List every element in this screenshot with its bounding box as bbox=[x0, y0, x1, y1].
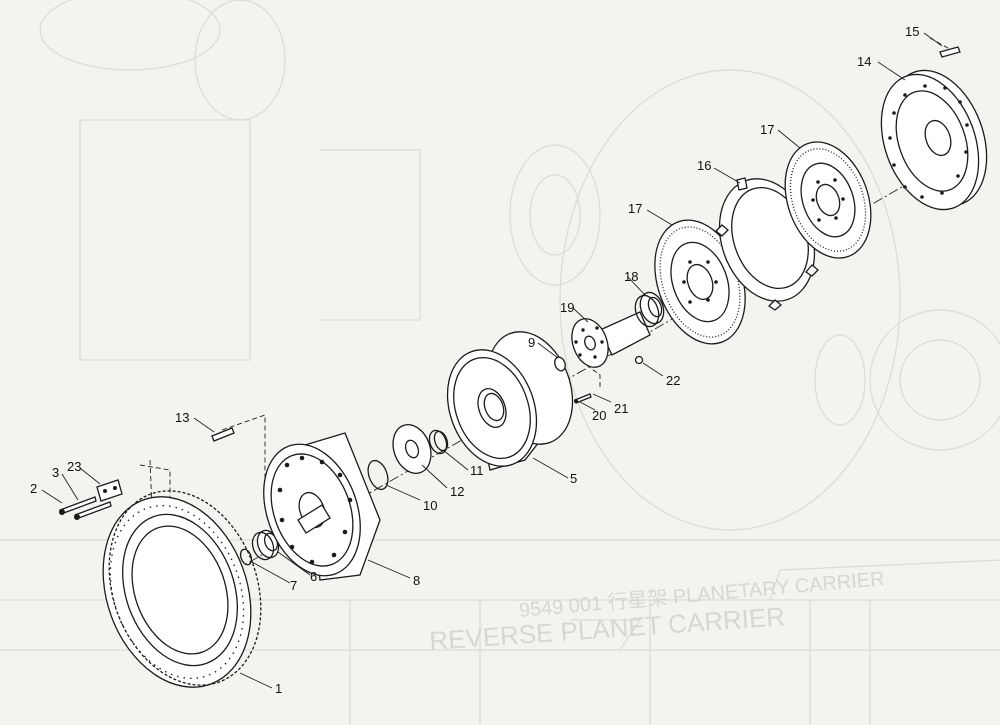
part-carrier-housing-8 bbox=[263, 432, 381, 581]
callout-8: 8 bbox=[413, 573, 420, 588]
callout-19: 19 bbox=[560, 300, 574, 315]
callout-5: 5 bbox=[570, 471, 577, 486]
part-clutch-drum-5 bbox=[446, 331, 574, 471]
part-end-plate-14 bbox=[880, 69, 988, 211]
callout-9: 9 bbox=[528, 335, 535, 350]
callout-21: 21 bbox=[614, 401, 628, 416]
leader-lines bbox=[41, 32, 943, 689]
callout-17-rear: 17 bbox=[760, 122, 774, 137]
callout-2: 2 bbox=[30, 481, 37, 496]
part-pin-15 bbox=[939, 46, 961, 58]
callout-10: 10 bbox=[423, 498, 437, 513]
callout-labels: 1 2 3 5 6 7 8 9 10 11 12 13 14 15 16 17 … bbox=[30, 24, 919, 696]
callout-7: 7 bbox=[290, 578, 297, 593]
callout-6: 6 bbox=[310, 569, 317, 584]
part-friction-disk-17-rear bbox=[784, 141, 872, 259]
callout-20: 20 bbox=[592, 408, 606, 423]
callout-1: 1 bbox=[275, 681, 282, 696]
callout-11: 11 bbox=[470, 463, 484, 478]
callout-14: 14 bbox=[857, 54, 871, 69]
part-nut-22 bbox=[634, 355, 644, 365]
part-spline-hub-19 bbox=[571, 311, 651, 368]
callout-22: 22 bbox=[666, 373, 680, 388]
callout-16: 16 bbox=[697, 158, 711, 173]
part-bearing-18 bbox=[634, 291, 665, 328]
callout-3: 3 bbox=[52, 465, 59, 480]
part-bolts-and-lock-plate bbox=[59, 479, 123, 520]
part-ring-gear bbox=[102, 490, 262, 688]
callout-15: 15 bbox=[905, 24, 919, 39]
callout-23: 23 bbox=[67, 459, 81, 474]
part-thrust-washer-12 bbox=[392, 424, 432, 474]
callout-18: 18 bbox=[624, 269, 638, 284]
part-snap-ring-10 bbox=[367, 459, 389, 491]
callout-13: 13 bbox=[175, 410, 189, 425]
part-screws-20-21 bbox=[574, 393, 592, 404]
callout-12: 12 bbox=[450, 484, 464, 499]
callout-17-front: 17 bbox=[628, 201, 642, 216]
part-pin-13 bbox=[211, 427, 235, 442]
part-ring-11 bbox=[428, 429, 449, 455]
part-snap-ring-7 bbox=[239, 548, 253, 566]
